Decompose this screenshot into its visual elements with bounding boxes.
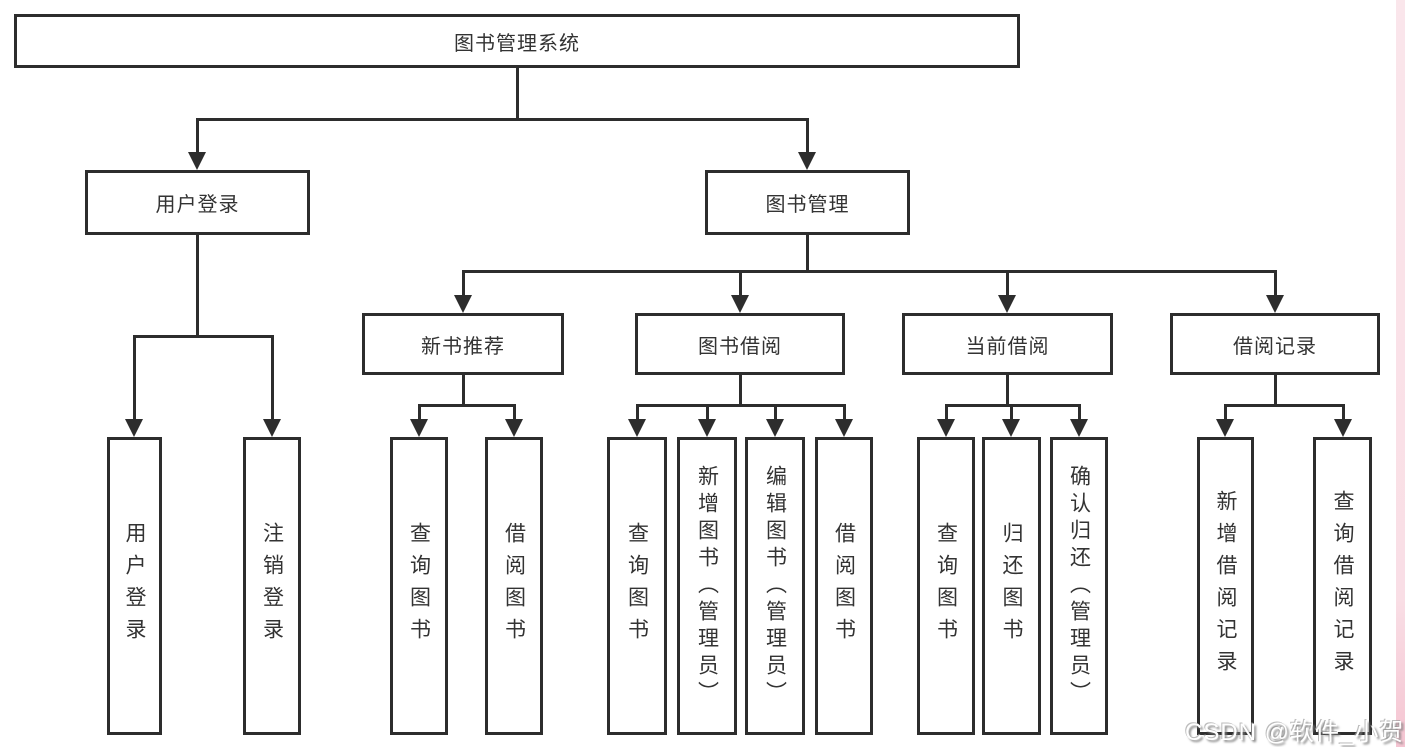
connector-line — [1078, 404, 1081, 420]
connector-line — [636, 404, 639, 420]
connector-line — [1006, 270, 1009, 296]
leaf-user-login: 用户登录 — [107, 437, 162, 735]
connector-line — [945, 404, 948, 420]
connector-line — [133, 335, 274, 338]
arrow-down-icon — [628, 419, 646, 437]
arrow-down-icon — [1334, 419, 1352, 437]
leaf-logout: 注销登录 — [243, 437, 301, 735]
connector-line — [133, 335, 136, 420]
arrow-down-icon — [835, 419, 853, 437]
connector-line — [513, 404, 516, 420]
connector-line — [806, 118, 809, 153]
connector-line — [1274, 270, 1277, 296]
connector-line — [739, 375, 742, 406]
connector-line — [774, 404, 777, 420]
node-book-borrow: 图书借阅 — [635, 313, 845, 375]
node-book-management: 图书管理 — [705, 170, 910, 235]
connector-line — [462, 270, 1277, 273]
node-borrow-records: 借阅记录 — [1170, 313, 1380, 375]
arrow-down-icon — [1070, 419, 1088, 437]
connector-line — [271, 335, 274, 420]
arrow-down-icon — [1216, 419, 1234, 437]
connector-line — [516, 68, 519, 121]
arrow-down-icon — [454, 295, 472, 313]
connector-line — [739, 270, 742, 296]
connector-line — [1224, 404, 1344, 407]
leaf-query-books-current: 查询图书 — [917, 437, 975, 735]
arrow-down-icon — [698, 419, 716, 437]
connector-line — [1274, 375, 1277, 406]
csdn-watermark: CSDN @软件_小贺同学 — [1185, 719, 1405, 746]
arrow-down-icon — [731, 295, 749, 313]
node-user-login: 用户登录 — [85, 170, 310, 235]
leaf-return-books: 归还图书 — [982, 437, 1041, 735]
connector-line — [843, 404, 846, 420]
arrow-down-icon — [937, 419, 955, 437]
arrow-down-icon — [1266, 295, 1284, 313]
arrow-down-icon — [766, 419, 784, 437]
arrow-down-icon — [410, 419, 428, 437]
arrow-down-icon — [798, 152, 816, 170]
connector-line — [462, 270, 465, 296]
arrow-down-icon — [263, 419, 281, 437]
connector-line — [1010, 404, 1013, 420]
leaf-borrow-books: 借阅图书 — [815, 437, 873, 735]
connector-line — [418, 404, 516, 407]
csdn-pink-edge-strip — [1396, 0, 1405, 747]
connector-line — [1224, 404, 1227, 420]
connector-line — [196, 118, 199, 153]
leaf-query-books-borrow: 查询图书 — [607, 437, 667, 735]
node-root: 图书管理系统 — [14, 14, 1020, 68]
node-new-book-recommend: 新书推荐 — [362, 313, 564, 375]
connector-line — [462, 375, 465, 406]
connector-line — [196, 118, 809, 121]
connector-line — [1006, 375, 1009, 406]
connector-line — [1342, 404, 1345, 420]
arrow-down-icon — [188, 152, 206, 170]
leaf-add-book-admin: 新增图书（管理员） — [677, 437, 737, 735]
arrow-down-icon — [125, 419, 143, 437]
leaf-query-borrow-record: 查询借阅记录 — [1313, 437, 1372, 735]
leaf-edit-book-admin: 编辑图书（管理员） — [745, 437, 805, 735]
leaf-add-borrow-record: 新增借阅记录 — [1197, 437, 1254, 735]
leaf-query-books-recommend: 查询图书 — [390, 437, 448, 735]
arrow-down-icon — [505, 419, 523, 437]
connector-line — [418, 404, 421, 420]
leaf-borrow-books-recommend: 借阅图书 — [485, 437, 543, 735]
arrow-down-icon — [1002, 419, 1020, 437]
node-current-borrow: 当前借阅 — [902, 313, 1113, 375]
connector-line — [636, 404, 845, 407]
connector-line — [806, 235, 809, 273]
leaf-confirm-return-admin: 确认归还（管理员） — [1050, 437, 1108, 735]
arrow-down-icon — [998, 295, 1016, 313]
connector-line — [196, 235, 199, 337]
connector-line — [706, 404, 709, 420]
